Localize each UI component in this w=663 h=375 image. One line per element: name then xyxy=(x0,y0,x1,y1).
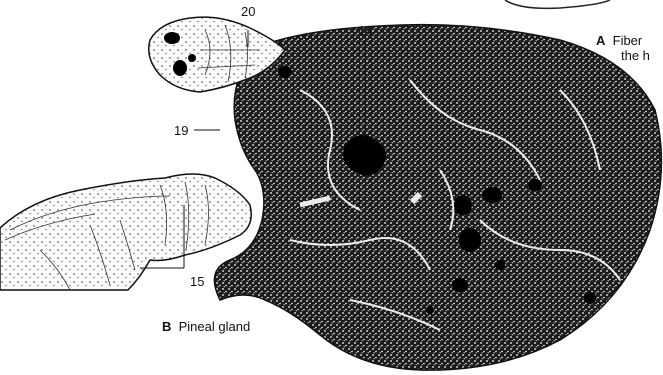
caption-b: B Pineal gland xyxy=(162,319,250,334)
adjacent-figure-curve xyxy=(505,0,610,8)
caption-a-letter: A xyxy=(596,33,605,48)
caption-a-line2-row: the h xyxy=(621,48,650,63)
label-20: 20 xyxy=(241,4,255,19)
label-19: 19 xyxy=(174,123,188,138)
label-15: 15 xyxy=(190,274,204,289)
caption-a-line2: the h xyxy=(621,48,650,63)
caption-a: A Fiber xyxy=(596,33,642,48)
label-14: 14 xyxy=(358,23,372,38)
lower-fold xyxy=(0,174,251,290)
caption-b-letter: B xyxy=(162,319,171,334)
caption-a-line1: Fiber xyxy=(613,33,643,48)
caption-b-text: Pineal gland xyxy=(179,319,251,334)
